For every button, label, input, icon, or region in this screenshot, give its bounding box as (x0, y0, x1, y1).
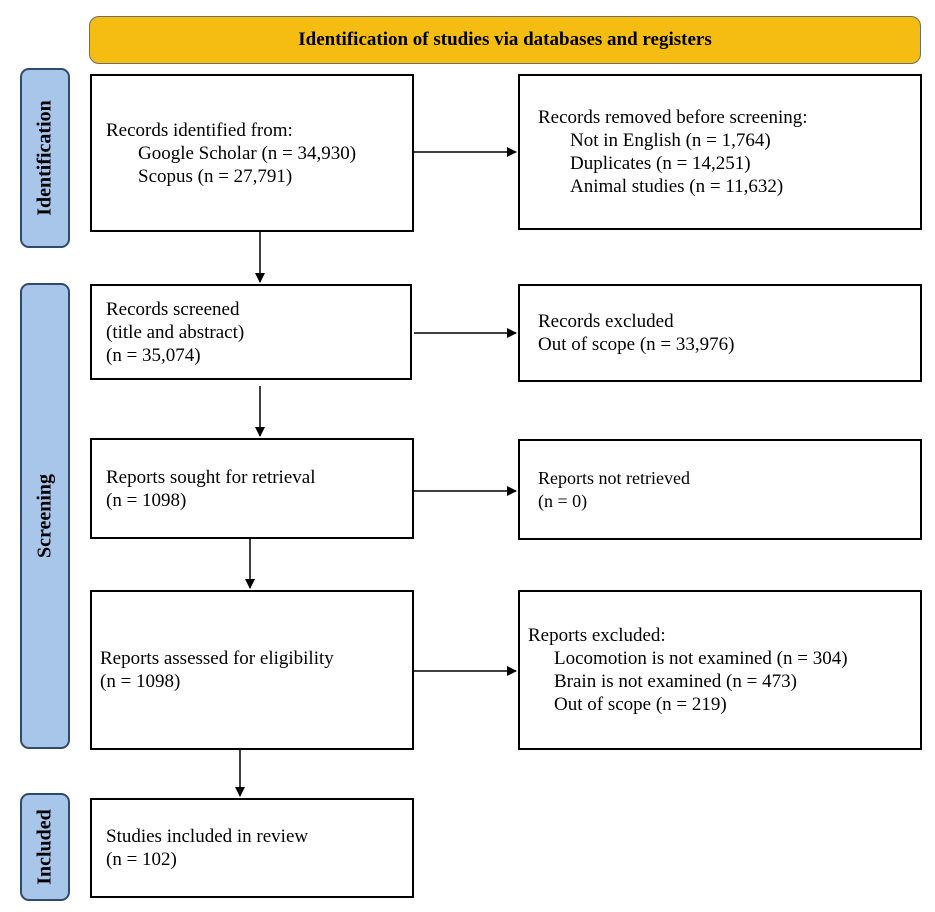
reports-assessed-box: Reports assessed for eligibility (n = 10… (90, 590, 414, 750)
studies-included-line: (n = 102) (106, 849, 177, 870)
reports-not-retrieved-box: Reports not retrieved (n = 0) (518, 439, 922, 540)
records-screened-line: (n = 35,074) (106, 344, 201, 366)
header-banner: Identification of studies via databases … (89, 16, 921, 64)
records-excluded-line: Out of scope (n = 33,976) (538, 334, 735, 355)
records-screened-line: (title and abstract) (106, 321, 245, 343)
phase-identification: Identification (20, 68, 70, 248)
records-screened-line: Records screened (106, 298, 240, 320)
records-screened-box: Records screened (title and abstract) (n… (90, 284, 412, 380)
reports-assessed-line: Reports assessed for eligibility (100, 648, 334, 669)
reports-sought-box: Reports sought for retrieval (n = 1098) (90, 438, 414, 539)
records-excluded-box: Records excluded Out of scope (n = 33,97… (518, 284, 922, 382)
records-removed-item: Duplicates (n = 14,251) (570, 153, 751, 174)
records-removed-box: Records removed before screening: Not in… (518, 74, 922, 230)
reports-excluded-box: Reports excluded: Locomotion is not exam… (518, 590, 922, 750)
reports-not-retrieved-line: (n = 0) (538, 490, 588, 511)
studies-included-line: Studies included in review (106, 826, 309, 847)
reports-sought-line: (n = 1098) (106, 489, 187, 511)
records-removed-heading: Records removed before screening: (538, 107, 808, 128)
records-identified-item: Google Scholar (n = 34,930) (138, 142, 357, 164)
records-excluded-line: Records excluded (538, 311, 674, 332)
records-identified-box: Records identified from: Google Scholar … (90, 74, 414, 232)
banner-title: Identification of studies via databases … (298, 29, 712, 50)
records-identified-item: Scopus (n = 27,791) (138, 165, 293, 187)
reports-excluded-item: Locomotion is not examined (n = 304) (554, 648, 848, 669)
studies-included-box: Studies included in review (n = 102) (90, 798, 414, 898)
reports-excluded-item: Brain is not examined (n = 473) (554, 671, 797, 692)
phase-screening: Screening (20, 283, 70, 749)
records-removed-item: Animal studies (n = 11,632) (570, 176, 784, 197)
phase-included: Included (20, 793, 70, 901)
reports-excluded-item: Out of scope (n = 219) (554, 694, 727, 715)
records-removed-item: Not in English (n = 1,764) (570, 130, 771, 151)
records-identified-heading: Records identified from: (106, 119, 293, 141)
reports-not-retrieved-line: Reports not retrieved (538, 467, 690, 488)
reports-excluded-heading: Reports excluded: (528, 625, 666, 646)
reports-sought-line: Reports sought for retrieval (106, 466, 316, 488)
reports-assessed-line: (n = 1098) (100, 671, 181, 692)
